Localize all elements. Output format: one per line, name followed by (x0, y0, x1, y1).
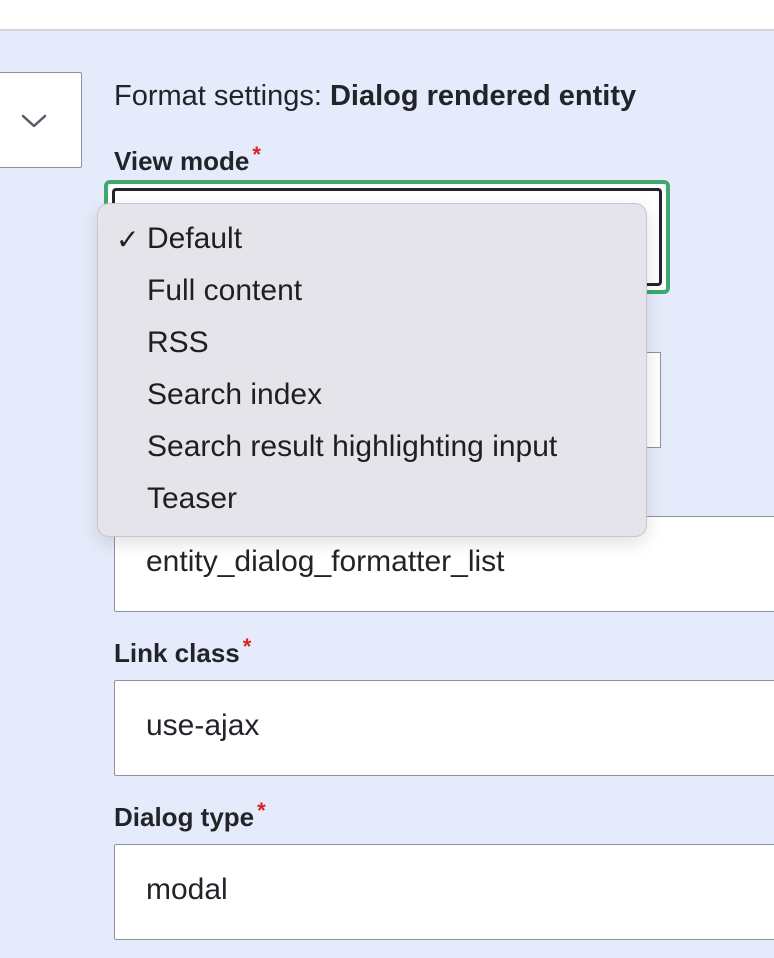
view-mode-dropdown: ✓ Default Full content RSS Search index … (97, 203, 647, 537)
option-label: Teaser (147, 482, 238, 515)
link-class-label-text: Link class (114, 638, 240, 668)
view-mode-label: View mode* (114, 142, 261, 177)
option-label: Search result highlighting input (147, 430, 558, 463)
collapsed-select[interactable] (0, 72, 82, 168)
chevron-down-icon (21, 114, 47, 128)
top-bar (0, 0, 774, 31)
dropdown-option-full-content[interactable]: Full content (98, 266, 646, 318)
checkmark-icon: ✓ (116, 224, 140, 255)
option-label: Full content (147, 274, 303, 307)
link-id-value: entity_dialog_formatter_list (146, 545, 505, 578)
link-class-label: Link class* (114, 634, 251, 669)
link-class-value: use-ajax (146, 709, 260, 742)
link-class-field[interactable]: use-ajax (114, 680, 774, 776)
required-marker: * (257, 798, 266, 823)
option-label: Default (147, 222, 243, 255)
required-marker: * (242, 634, 252, 659)
dropdown-option-rss[interactable]: RSS (98, 318, 646, 370)
format-settings-prefix: Format settings: (114, 80, 330, 112)
dropdown-option-search-index[interactable]: Search index (98, 370, 646, 422)
dialog-type-field[interactable]: modal (114, 844, 774, 940)
dialog-type-label: Dialog type* (114, 798, 266, 833)
option-label: RSS (147, 326, 209, 359)
view-mode-label-text: View mode (114, 146, 250, 176)
dropdown-option-default[interactable]: ✓ Default (98, 214, 646, 266)
format-settings-name: Dialog rendered entity (329, 80, 637, 112)
dropdown-option-search-result-highlighting-input[interactable]: Search result highlighting input (98, 422, 646, 474)
dialog-type-label-text: Dialog type (114, 802, 255, 832)
format-settings-heading: Format settings: Dialog rendered entity (114, 80, 636, 113)
required-marker: * (252, 142, 261, 167)
dropdown-option-teaser[interactable]: Teaser (98, 474, 646, 526)
dialog-type-value: modal (146, 873, 228, 906)
option-label: Search index (147, 378, 323, 411)
